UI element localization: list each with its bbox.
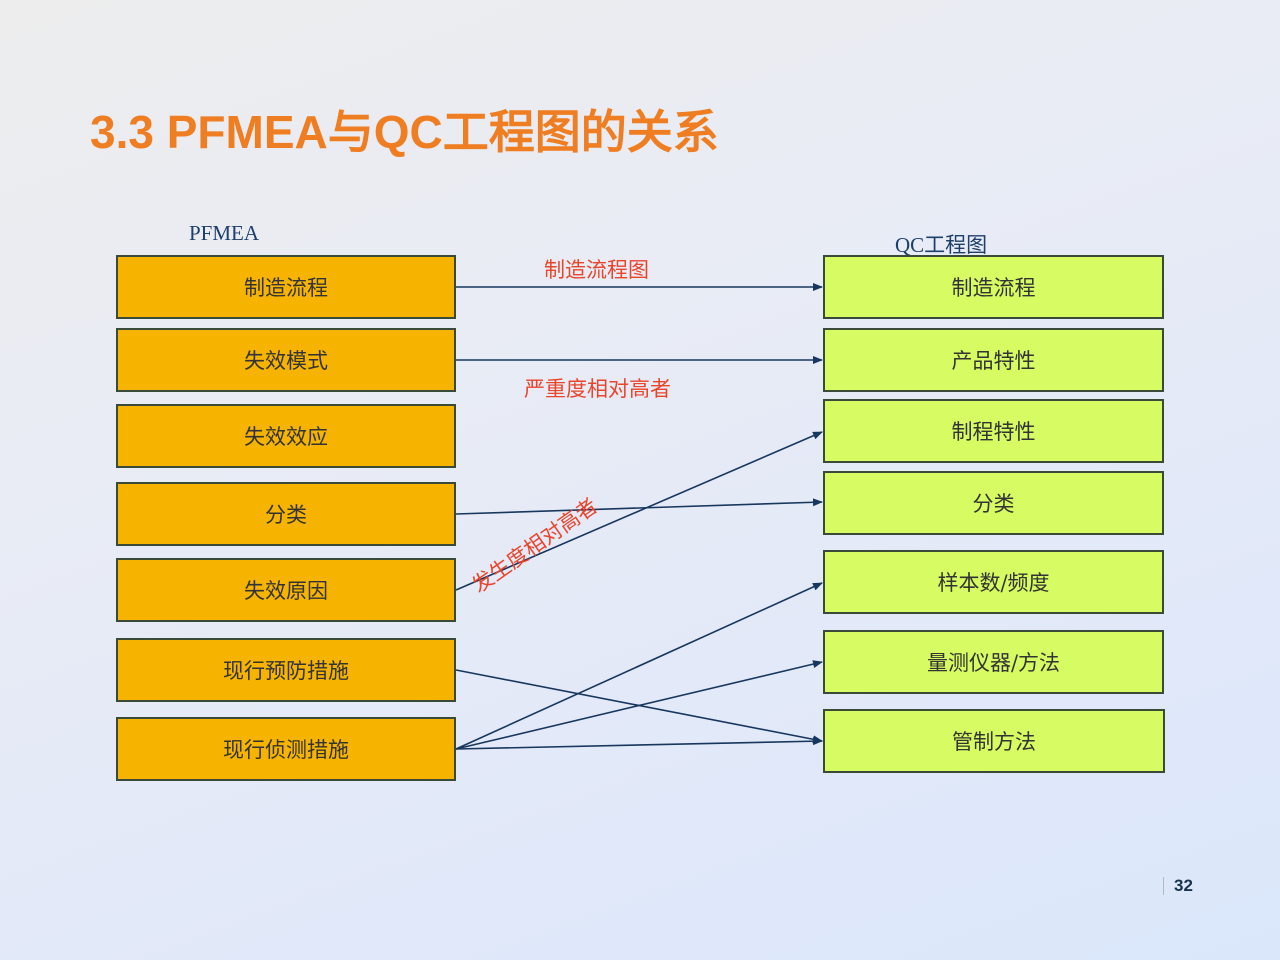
- qc-box-control-method: 管制方法: [823, 709, 1165, 773]
- pfmea-box-detection-controls: 现行侦测措施: [116, 717, 456, 781]
- pfmea-box-failure-cause: 失效原因: [116, 558, 456, 622]
- pfmea-box-failure-effect: 失效效应: [116, 404, 456, 468]
- pfmea-column-label: PFMEA: [189, 221, 260, 245]
- qc-box-sample-frequency: 样本数/频度: [823, 550, 1164, 614]
- qc-box-product-characteristics: 产品特性: [823, 328, 1164, 392]
- arrow-detection-to-control-method: [455, 737, 823, 750]
- pfmea-box-manufacturing-flow: 制造流程: [116, 255, 456, 319]
- qc-column-label: QC工程图: [895, 233, 988, 257]
- page-number: 32: [1163, 876, 1193, 896]
- arrow-failure-cause-to-process-char: [455, 431, 823, 591]
- page-divider: [1163, 877, 1164, 895]
- qc-box-gauge-method: 量测仪器/方法: [823, 630, 1164, 694]
- qc-box-manufacturing-flow: 制造流程: [823, 255, 1164, 319]
- pfmea-box-prevention-controls: 现行预防措施: [116, 638, 456, 702]
- pfmea-box-failure-mode: 失效模式: [116, 328, 456, 392]
- annotation-flow-chart: 制造流程图: [544, 258, 649, 282]
- page-number-text: 32: [1174, 876, 1193, 895]
- arrow-classification-to-classification: [455, 498, 823, 515]
- arrow-detection-to-gauge-method: [455, 660, 823, 750]
- qc-box-classification: 分类: [823, 471, 1164, 535]
- qc-box-process-characteristics: 制程特性: [823, 399, 1164, 463]
- arrow-detection-to-sample-frequency: [455, 582, 823, 750]
- slide-title: 3.3 PFMEA与QC工程图的关系: [90, 106, 719, 158]
- pfmea-box-classification: 分类: [116, 482, 456, 546]
- annotation-severity: 严重度相对高者: [524, 377, 671, 401]
